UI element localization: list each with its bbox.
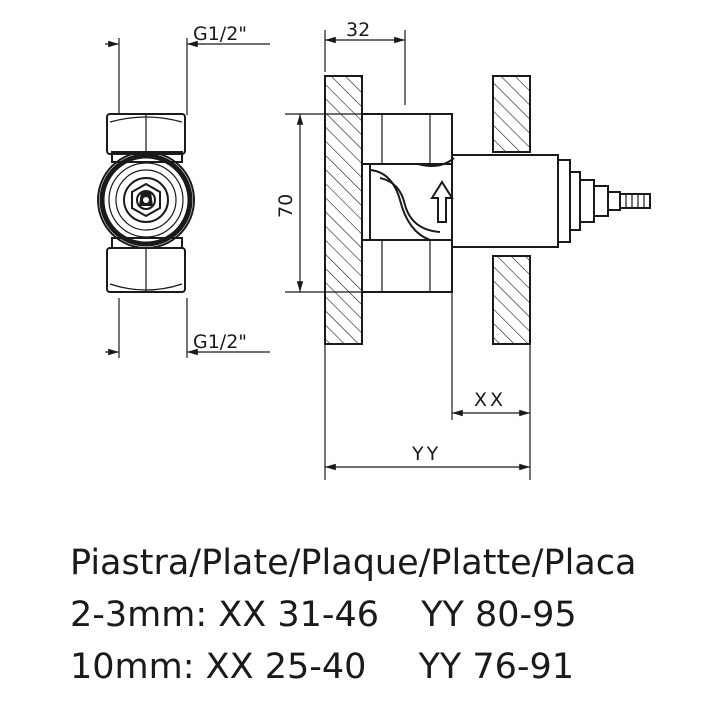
thread-dimension-top: G1/2" bbox=[105, 23, 270, 115]
thread-label-top: G1/2" bbox=[193, 23, 247, 45]
dimension-yy: YY bbox=[324, 344, 530, 480]
dimension-yy-label: YY bbox=[411, 443, 441, 465]
lower-hex-nut bbox=[106, 237, 186, 293]
dimension-xx-label: XX bbox=[474, 389, 506, 411]
dimension-32: 32 bbox=[324, 19, 406, 105]
caption-yy-2-3mm: YY 80-95 bbox=[421, 595, 577, 635]
wall-plate-left bbox=[324, 75, 363, 345]
caption-xx-2-3mm: 2-3mm: XX 31-46 bbox=[70, 595, 380, 635]
dimension-70: 70 bbox=[275, 113, 362, 293]
finish-plate-bottom bbox=[492, 255, 531, 345]
valve-body-side bbox=[361, 113, 651, 293]
caption-row-10mm: 10mm: XX 25-40 YY 76-91 bbox=[70, 650, 574, 685]
dimension-70-label: 70 bbox=[275, 194, 297, 218]
finish-plate-top bbox=[492, 75, 531, 153]
caption-yy-10mm: YY 76-91 bbox=[418, 647, 575, 687]
caption-row-2-3mm: 2-3mm: XX 31-46 YY 80-95 bbox=[70, 598, 577, 633]
caption-xx-10mm: 10mm: XX 25-40 bbox=[70, 647, 367, 687]
valve-body-front bbox=[97, 151, 195, 249]
caption-plate-title: Piastra/Plate/Plaque/Platte/Placa bbox=[70, 543, 637, 583]
flow-arrow-icon bbox=[430, 180, 454, 223]
thread-dimension-bottom: G1/2" bbox=[105, 298, 270, 358]
side-view: 32 70 XX YY bbox=[275, 19, 651, 480]
dimension-32-label: 32 bbox=[346, 19, 370, 41]
dimension-xx: XX bbox=[451, 248, 531, 480]
front-view: G1/2" bbox=[97, 23, 270, 358]
thread-label-bottom: G1/2" bbox=[193, 331, 247, 353]
